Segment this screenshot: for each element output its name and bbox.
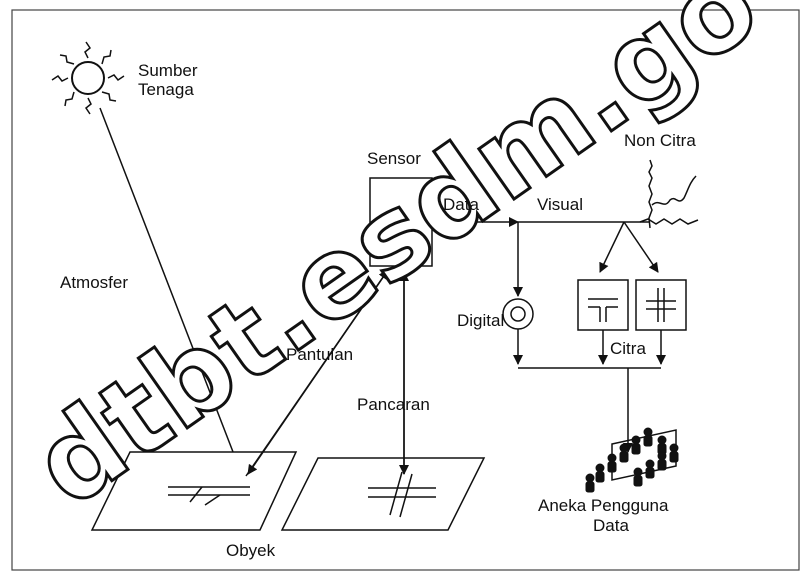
sun-icon xyxy=(52,42,124,114)
object-surface-right xyxy=(282,458,484,530)
data-label: Data xyxy=(443,196,479,215)
source-label-line1: Sumber xyxy=(138,62,198,81)
object-label: Obyek xyxy=(226,542,275,561)
emission-label: Pancaran xyxy=(357,396,430,415)
reflection-label: Pantulan xyxy=(286,346,353,365)
users-label-line1: Aneka Pengguna xyxy=(538,497,668,516)
atmosphere-label: Atmosfer xyxy=(60,274,128,293)
visual-label: Visual xyxy=(537,196,583,215)
image-box-right xyxy=(636,280,686,330)
users-group-icon xyxy=(586,428,678,492)
image-box-left xyxy=(578,280,628,330)
to-image-right-arrow xyxy=(624,222,658,272)
users-label-line2: Data xyxy=(593,517,629,536)
image-label: Citra xyxy=(610,340,646,359)
non-image-graph-icon xyxy=(640,160,698,228)
non-image-label: Non Citra xyxy=(624,132,696,151)
source-label-line2: Tenaga xyxy=(138,81,194,100)
digital-label: Digital xyxy=(457,312,504,331)
sensor-label: Sensor xyxy=(367,150,421,169)
to-image-left-arrow xyxy=(600,222,624,272)
